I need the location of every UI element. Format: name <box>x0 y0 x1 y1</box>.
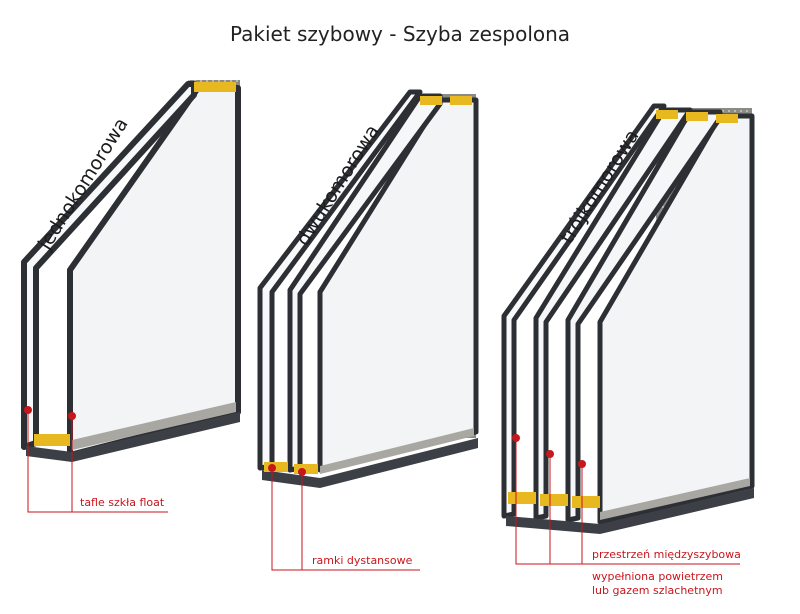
desiccant-fill <box>450 96 472 105</box>
bottom-spacer <box>600 478 750 520</box>
desiccant-fill <box>572 496 600 508</box>
desiccant-fill <box>540 494 568 506</box>
desiccant-fill <box>194 82 236 92</box>
desiccant-fill <box>264 462 288 472</box>
diagram-title: Pakiet szybowy - Szyba zespolona <box>229 22 571 46</box>
desiccant-fill <box>420 96 442 105</box>
callout-leader <box>27 410 168 513</box>
desiccant-fill <box>34 434 70 446</box>
callout-spacer-frames: ramki dystansowe <box>312 554 413 567</box>
glass-pane <box>501 103 667 519</box>
callout-leader <box>515 438 590 565</box>
unit-double-chamber <box>257 89 479 571</box>
desiccant-fill <box>686 112 708 121</box>
bottom-spacer <box>320 428 474 474</box>
callout-cavity: przestrzeń międzyszybowa <box>592 548 741 561</box>
callout-leader <box>271 468 420 571</box>
callout-filling-line2: lub gazem szlachetnym <box>592 584 723 597</box>
unit-single-chamber <box>21 80 241 513</box>
desiccant-fill <box>294 464 318 474</box>
glass-pane <box>257 89 423 471</box>
callout-glass-panes: tafle szkła float <box>80 496 165 509</box>
desiccant-fill <box>508 492 536 504</box>
callout-filling-line1: wypełniona powietrzem <box>592 570 723 583</box>
unit-triple-chamber <box>501 103 755 565</box>
desiccant-fill <box>656 110 678 119</box>
bottom-frame <box>26 412 240 462</box>
bottom-spacer <box>72 402 236 450</box>
desiccant-fill <box>716 114 738 123</box>
bottom-frame <box>506 488 754 534</box>
